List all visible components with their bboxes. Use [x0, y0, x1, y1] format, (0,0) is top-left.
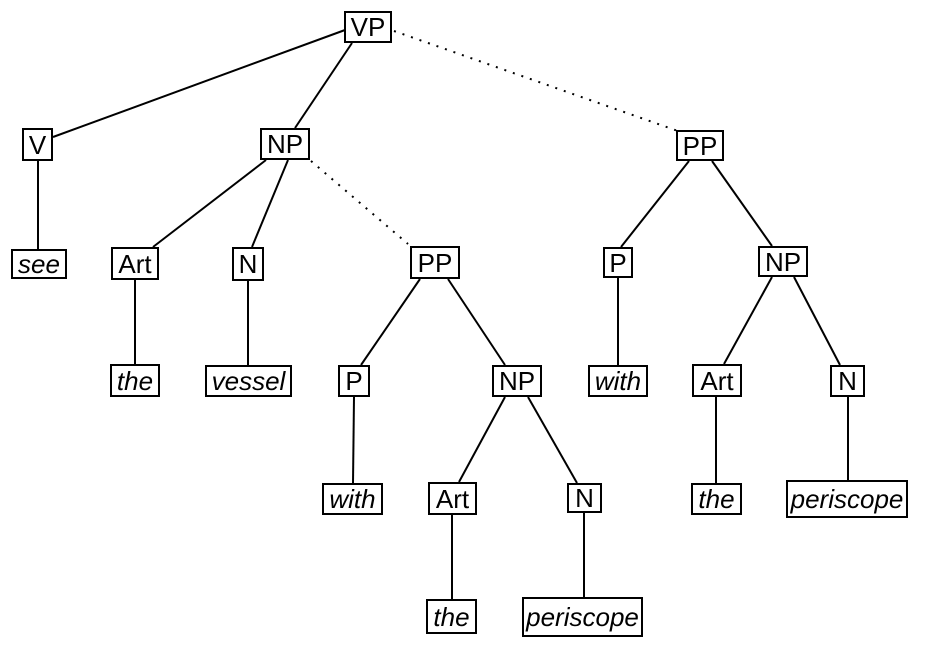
leaf-with-right: with [588, 365, 648, 397]
node-n-right: N [830, 365, 865, 397]
edge-p1-with [352, 396, 355, 484]
node-art-middle: Art [428, 482, 477, 515]
leaf-the-left: the [110, 364, 160, 397]
edge-np3-n3 [527, 396, 578, 484]
leaf-the-right: the [691, 483, 742, 515]
node-pp-right: PP [676, 130, 724, 161]
edge-pp1-p1 [360, 278, 421, 366]
leaf-vessel: vessel [205, 365, 292, 397]
node-n-left: N [232, 247, 264, 281]
node-pp-middle: PP [410, 246, 460, 279]
leaf-see: see [11, 249, 67, 279]
node-p-right: P [603, 247, 633, 278]
edge-np3-art3 [458, 396, 506, 483]
node-np-middle-low: NP [492, 365, 542, 397]
edge-vp-np [294, 42, 353, 129]
edge-np2-art2 [723, 276, 773, 365]
node-p-middle: P [338, 365, 370, 397]
node-np-right: NP [758, 246, 808, 277]
node-vp-root: VP [344, 11, 392, 43]
edge-np-pp-dotted [310, 160, 409, 245]
node-art-left: Art [111, 247, 159, 280]
edge-pp1-np3 [447, 278, 506, 366]
leaf-periscope-right: periscope [786, 480, 908, 518]
leaf-with-middle: with [322, 483, 383, 515]
node-v: V [22, 128, 53, 161]
edge-np2-n2 [793, 276, 841, 366]
edge-vp-v [52, 29, 346, 138]
edge-pp2-np2 [711, 160, 773, 247]
node-art-right: Art [692, 364, 742, 397]
node-np-object: NP [260, 128, 310, 160]
edge-np-n [251, 159, 289, 248]
node-n-middle: N [567, 483, 602, 513]
edge-vp-pp-dotted [393, 30, 679, 132]
leaf-periscope-middle: periscope [522, 597, 643, 637]
edge-pp2-p2 [620, 160, 690, 248]
leaf-the-middle: the [426, 599, 477, 634]
edge-np-art [152, 159, 267, 248]
